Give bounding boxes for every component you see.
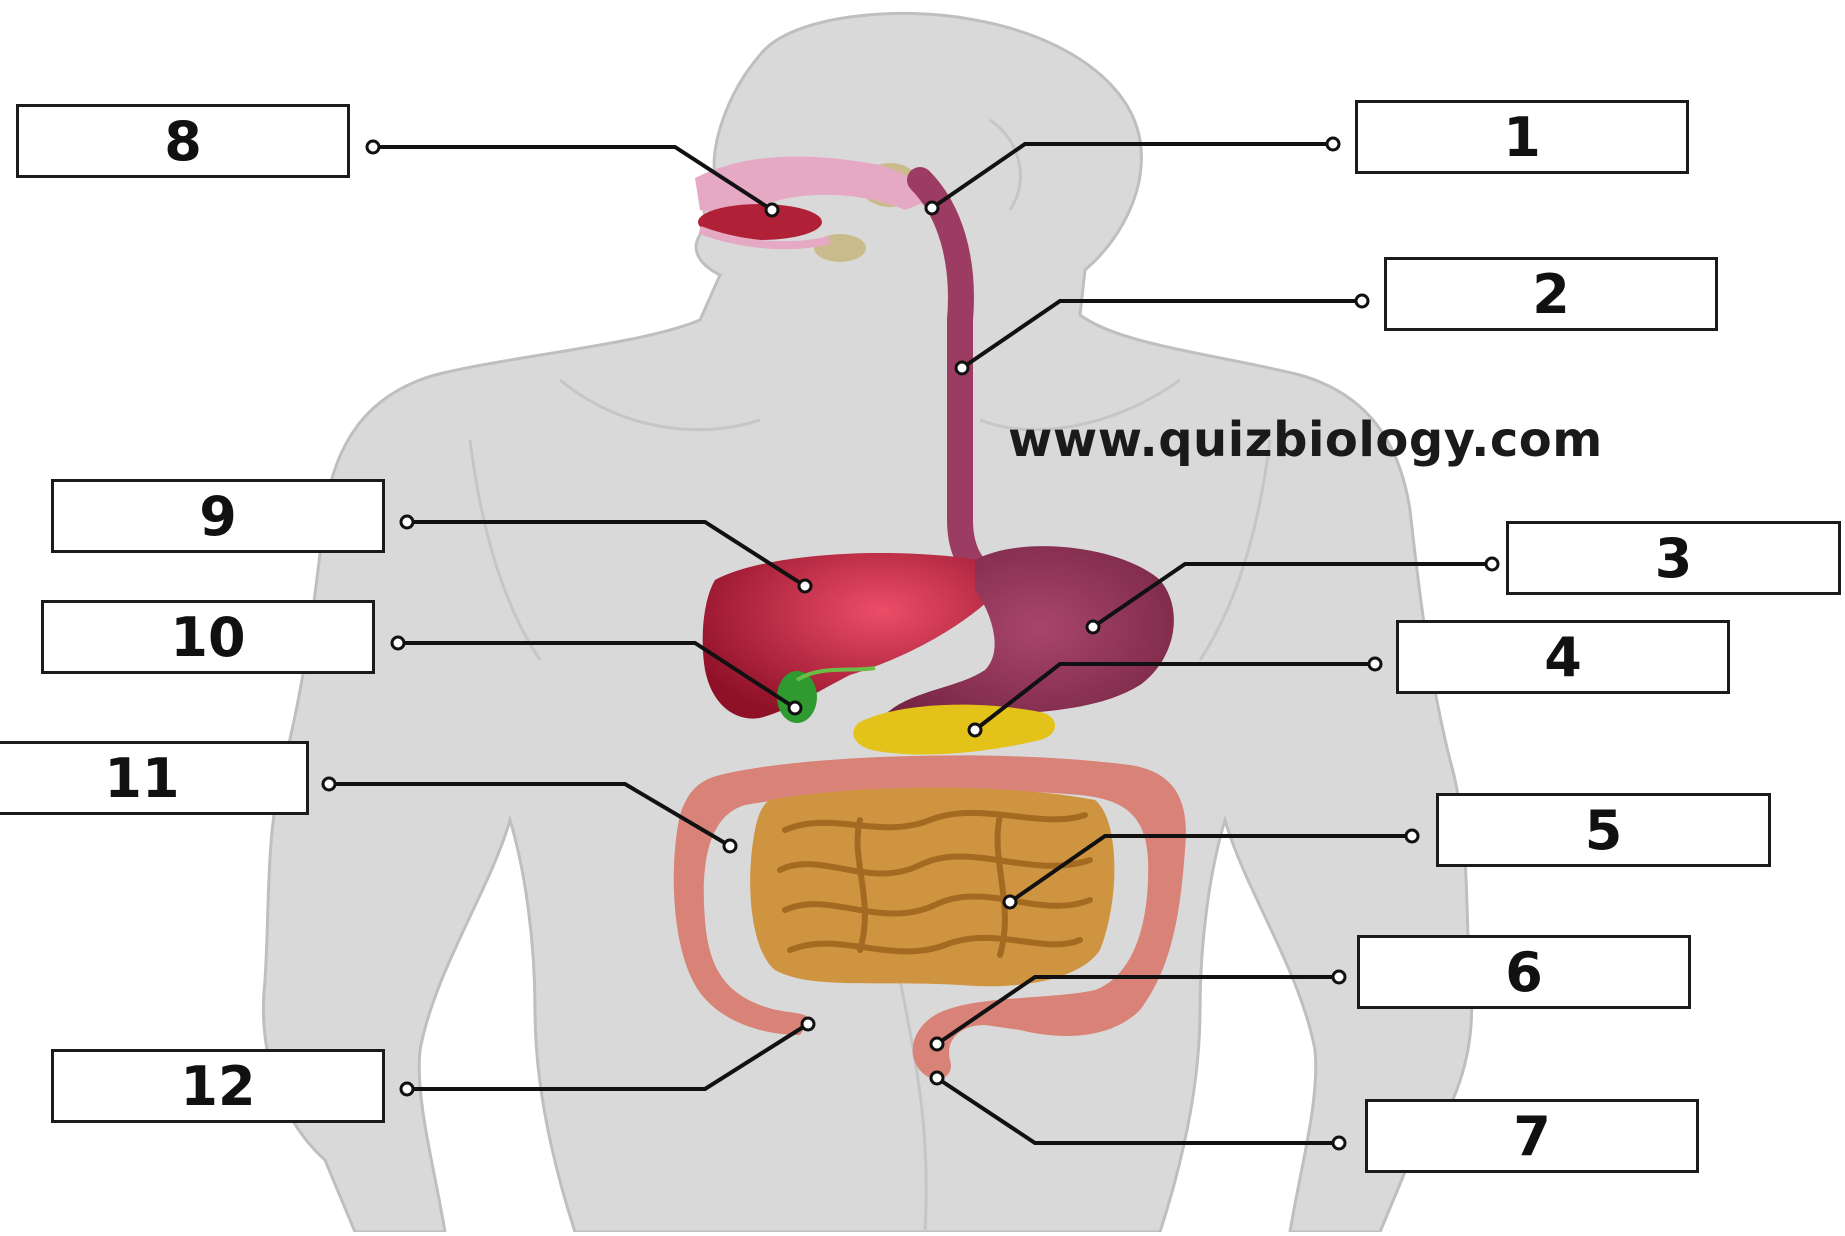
label-box-6[interactable]: 6: [1357, 935, 1691, 1009]
label-box-11[interactable]: 11: [0, 741, 309, 815]
label-box-7[interactable]: 7: [1365, 1099, 1699, 1173]
label-box-1[interactable]: 1: [1355, 100, 1689, 174]
label-box-4[interactable]: 4: [1396, 620, 1730, 694]
label-box-10[interactable]: 10: [41, 600, 375, 674]
label-box-5[interactable]: 5: [1436, 793, 1771, 867]
small-intestine: [750, 788, 1114, 987]
label-box-8[interactable]: 8: [16, 104, 350, 178]
label-box-2[interactable]: 2: [1384, 257, 1718, 331]
watermark-text: www.quizbiology.com: [1008, 412, 1603, 468]
label-box-3[interactable]: 3: [1506, 521, 1841, 595]
label-box-12[interactable]: 12: [51, 1049, 385, 1123]
label-box-9[interactable]: 9: [51, 479, 385, 553]
